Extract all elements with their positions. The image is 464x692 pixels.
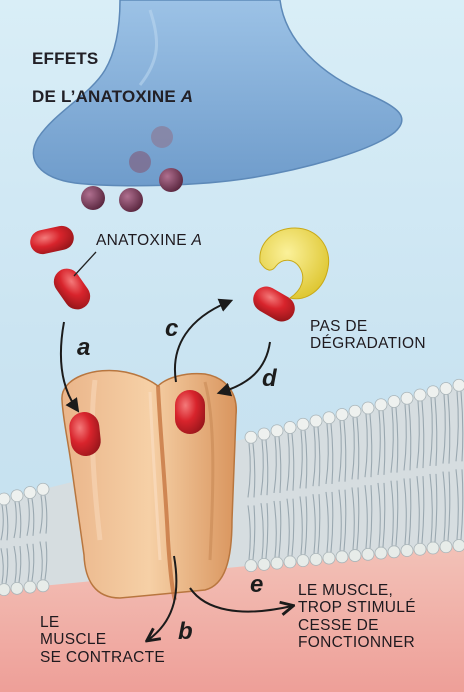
- acetylcholine-molecule: [81, 186, 105, 210]
- diagram-title: EFFETS DE L’ANATOXINE A: [32, 30, 193, 125]
- step-e-label: e: [250, 572, 263, 599]
- title-line-2-italic: A: [181, 87, 193, 106]
- anatoxin-label-italic: A: [191, 232, 202, 249]
- title-line-2: DE L’ANATOXINE A: [32, 87, 193, 106]
- muscle-contracts-label: LE MUSCLE SE CONTRACTE: [40, 614, 165, 666]
- anatoxin-label-text: ANATOXINE: [96, 232, 191, 249]
- acetylcholine-molecule: [119, 188, 143, 212]
- step-c-label: c: [165, 316, 178, 343]
- no-degradation-label: PAS DE DÉGRADATION: [310, 318, 426, 353]
- acetylcholine-molecule: [159, 168, 183, 192]
- step-a-label: a: [77, 335, 90, 362]
- anatoxin-label: ANATOXINE A: [96, 232, 202, 249]
- vesicle-released: [151, 126, 173, 148]
- step-d-label: d: [262, 366, 277, 393]
- title-line-2-text: DE L’ANATOXINE: [32, 87, 181, 106]
- anatoxin-bound: [175, 390, 205, 434]
- title-line-1: EFFETS: [32, 49, 193, 68]
- muscle-overstimulated-label: LE MUSCLE, TROP STIMULÉ CESSE DE FONCTIO…: [298, 582, 416, 651]
- vesicle-released: [129, 151, 151, 173]
- acetylcholine-receptor: [62, 370, 236, 600]
- step-b-label: b: [178, 619, 193, 646]
